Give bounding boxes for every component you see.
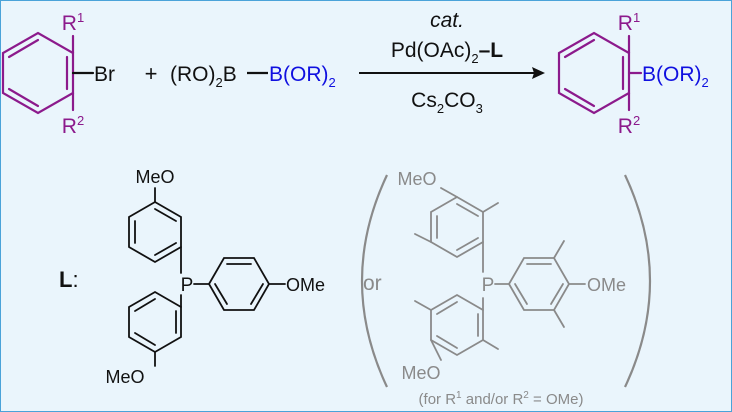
substrate-r1: R1 (62, 10, 84, 35)
substrate-r2: R2 (62, 113, 84, 138)
alternative-ome-right: OMe (587, 275, 626, 295)
or-text: or (363, 272, 382, 295)
alternative-condition-note: (for R1 and/or R2 = OMe) (419, 390, 584, 408)
alternative-meo-bottom: MeO (401, 363, 440, 383)
ligand-structure (128, 187, 286, 367)
product-ring (557, 31, 643, 115)
plus-sign: + (145, 61, 158, 86)
substrate-aryl-bromide (1, 31, 95, 115)
ligand-label: L: (59, 267, 79, 292)
base-formula: Cs2CO3 (411, 89, 483, 116)
substrate-ring (1, 31, 75, 115)
ligand-meo-top: MeO (135, 167, 174, 187)
ligand-ome-right: OMe (286, 275, 325, 295)
ligand-meo-bottom: MeO (105, 367, 144, 387)
alternative-meo-top: MeO (397, 169, 436, 189)
product-r1: R1 (618, 10, 640, 35)
alternative-phosphorus: P (482, 275, 495, 296)
product-r2: R2 (618, 113, 640, 138)
diboron-left: (RO)2B (170, 63, 237, 90)
alternative-ligand-structure (414, 187, 586, 361)
catalyst-formula: Pd(OAc)2–L (391, 39, 503, 66)
right-parenthesis (624, 174, 652, 388)
product-boryl: B(OR)2 (642, 63, 709, 90)
substrate-leaving-group: Br (94, 63, 115, 86)
reaction-arrowhead (532, 67, 545, 79)
left-parenthesis (360, 174, 388, 388)
ligand-phosphorus: P (181, 275, 194, 296)
catalyst-label: cat. (430, 9, 464, 32)
diboron-right: B(OR)2 (269, 63, 336, 90)
